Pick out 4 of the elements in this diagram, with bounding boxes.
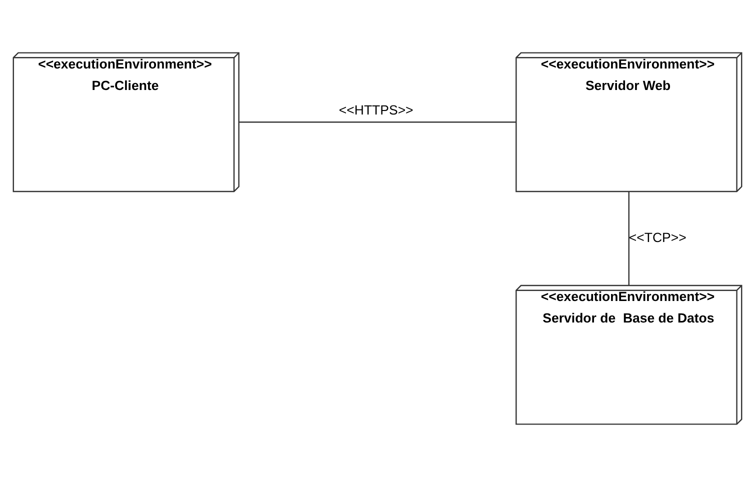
- connector: [238, 122, 516, 123]
- edge-label: <<HTTPS>>: [338, 102, 414, 118]
- edge-label: <<TCP>>: [628, 230, 686, 245]
- connector: [628, 192, 630, 286]
